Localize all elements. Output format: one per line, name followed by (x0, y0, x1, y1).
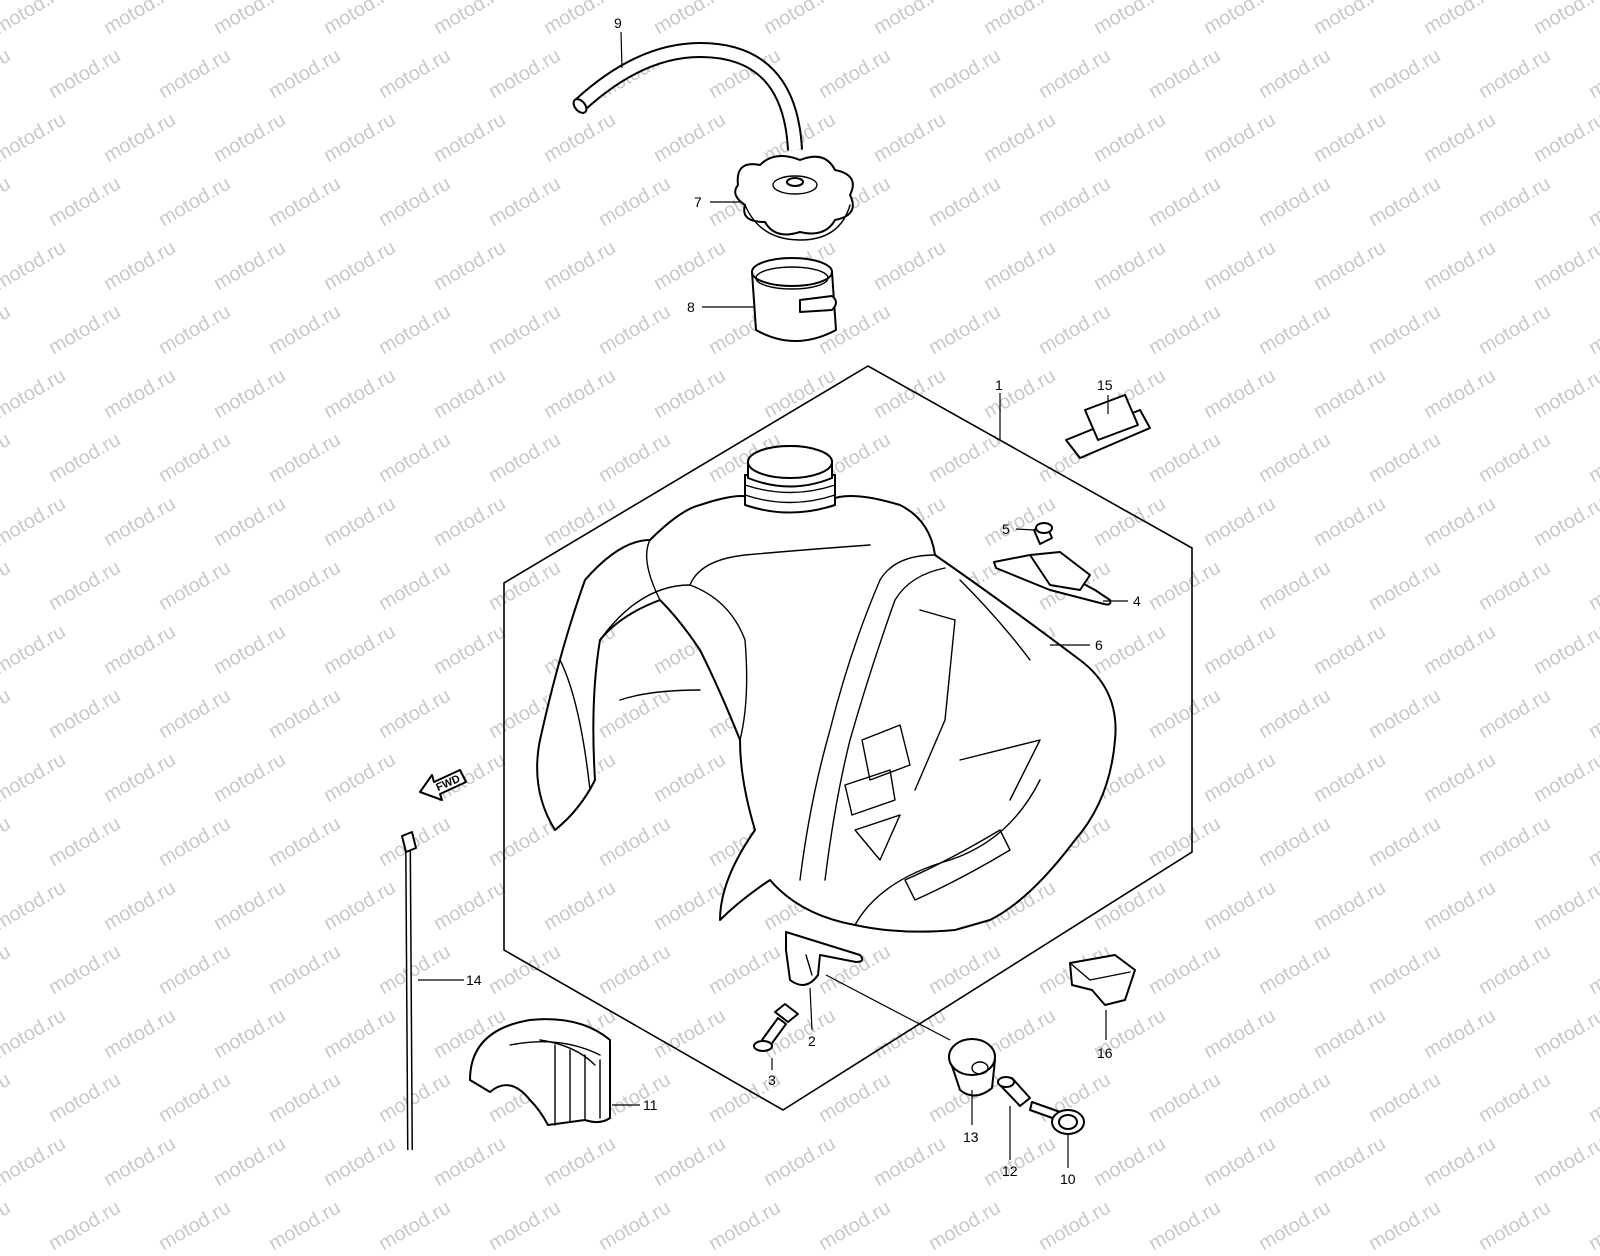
callout-1: 1 (995, 377, 1003, 393)
callout-labels: 9 7 8 1 15 5 4 6 14 2 3 11 16 13 12 10 (466, 15, 1141, 1187)
bolt-3 (753, 1003, 799, 1052)
watermark-text: motod.ru (925, 1196, 1005, 1256)
bracket-4 (993, 551, 1112, 606)
cable-tie-14 (401, 831, 417, 1151)
assembly-frame (503, 365, 1193, 1111)
grommet-13 (948, 1038, 996, 1097)
bracket-2 (785, 931, 864, 986)
callout-16: 16 (1097, 1045, 1113, 1061)
watermark-text: motod.ru (1255, 1196, 1335, 1256)
callout-13: 13 (963, 1129, 979, 1145)
collar-12 (997, 1076, 1031, 1107)
watermark-text: motod.ru (375, 1196, 455, 1256)
watermark-text: motod.ru (485, 1196, 565, 1256)
fuel-cap (734, 155, 854, 241)
callout-7: 7 (694, 194, 702, 210)
rubber-16 (1069, 954, 1136, 1006)
callout-10: 10 (1060, 1171, 1076, 1187)
breather-hose (572, 41, 803, 151)
bolt-10 (1029, 1101, 1085, 1135)
callout-9: 9 (614, 15, 622, 31)
cap-ring (751, 257, 837, 342)
watermark-text: motod.ru (1585, 1196, 1600, 1256)
watermark-text: motod.ru (265, 1196, 345, 1256)
callout-8: 8 (687, 299, 695, 315)
callout-15: 15 (1097, 377, 1113, 393)
callout-12: 12 (1002, 1163, 1018, 1179)
cushion-11 (469, 1018, 611, 1126)
screw-5 (1033, 522, 1053, 545)
fwd-arrow: FWD (419, 769, 467, 801)
watermark-text: motod.ru (0, 1196, 15, 1256)
watermark-text: motod.ru (155, 1196, 235, 1256)
callout-6: 6 (1095, 637, 1103, 653)
callout-14: 14 (466, 972, 482, 988)
watermark-text: motod.ru (815, 1196, 895, 1256)
watermark-text: motod.ru (1145, 1196, 1225, 1256)
fuel-tank (536, 445, 1117, 933)
callout-11: 11 (643, 1097, 658, 1113)
watermark-text: motod.ru (595, 1196, 675, 1256)
filler-neck (744, 445, 836, 514)
callout-5: 5 (1002, 521, 1010, 537)
callout-3: 3 (768, 1072, 776, 1088)
clip-15 (1065, 394, 1151, 459)
callout-2: 2 (808, 1033, 816, 1049)
fuel-tank-exploded-diagram: FWD (401, 15, 1193, 1187)
watermark-text: motod.ru (1365, 1196, 1445, 1256)
watermark-text: motod.ru (1035, 1196, 1115, 1256)
watermark-text: motod.ru (45, 1196, 125, 1256)
callout-4: 4 (1133, 593, 1141, 609)
leader-lines (418, 31, 1128, 1168)
watermark-text: motod.ru (705, 1196, 785, 1256)
watermark-text: motod.ru (1475, 1196, 1555, 1256)
